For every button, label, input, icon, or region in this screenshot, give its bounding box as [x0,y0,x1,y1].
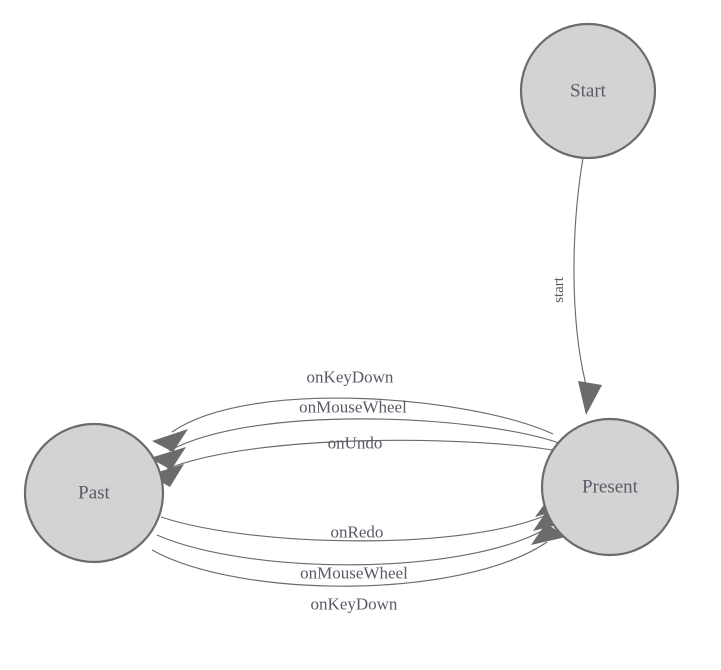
edge-start-to-present-arrowhead [578,381,602,415]
edge-label-past-to-present-onkeydown: onKeyDown [311,595,398,614]
edge-start-to-present[interactable] [573,157,602,415]
edge-label-past-to-present-onmousewheel: onMouseWheel [300,564,408,583]
node-start-circle [519,22,657,160]
edge-present-to-past-onundo-path [166,439,564,470]
edge-past-to-present-onredo-path [160,512,552,542]
edge-present-to-past-onkeydown-path [171,397,554,435]
edge-label-start: start [551,276,567,303]
edge-present-to-past-onmousewheel[interactable] [150,418,560,470]
edge-label-present-to-past-onkeydown: onKeyDown [307,368,394,387]
edge-past-to-present-onkeydown-arrowhead [531,523,566,545]
node-past-circle [23,422,165,564]
node-present[interactable]: Present [540,417,680,557]
edge-present-to-past-onundo-arrowhead [149,464,184,487]
edge-present-to-past-onmousewheel-arrowhead [150,447,186,470]
edge-past-to-present-onmousewheel-path [156,526,550,566]
edge-present-to-past-onundo[interactable] [149,439,564,487]
edge-label-present-to-past-onmousewheel: onMouseWheel [299,398,407,417]
edge-present-to-past-onkeydown-arrowhead [152,429,188,452]
edge-label-past-to-present-onredo: onRedo [331,523,384,542]
node-present-label: Present [582,477,639,498]
edge-label-present-to-past-onundo: onUndo [328,434,383,453]
node-present-circle [540,417,680,557]
node-past-label: Past [78,483,110,504]
edge-past-to-present-onkeydown[interactable] [151,523,566,587]
node-past[interactable]: Past [23,422,165,564]
node-start-label: Start [570,81,607,102]
edge-present-to-past-onmousewheel-path [168,418,560,452]
edge-start-to-present-path [573,157,587,386]
node-start[interactable]: Start [519,22,657,160]
edge-present-to-past-onkeydown[interactable] [152,397,554,452]
edge-past-to-present-onkeydown-path [151,541,548,587]
